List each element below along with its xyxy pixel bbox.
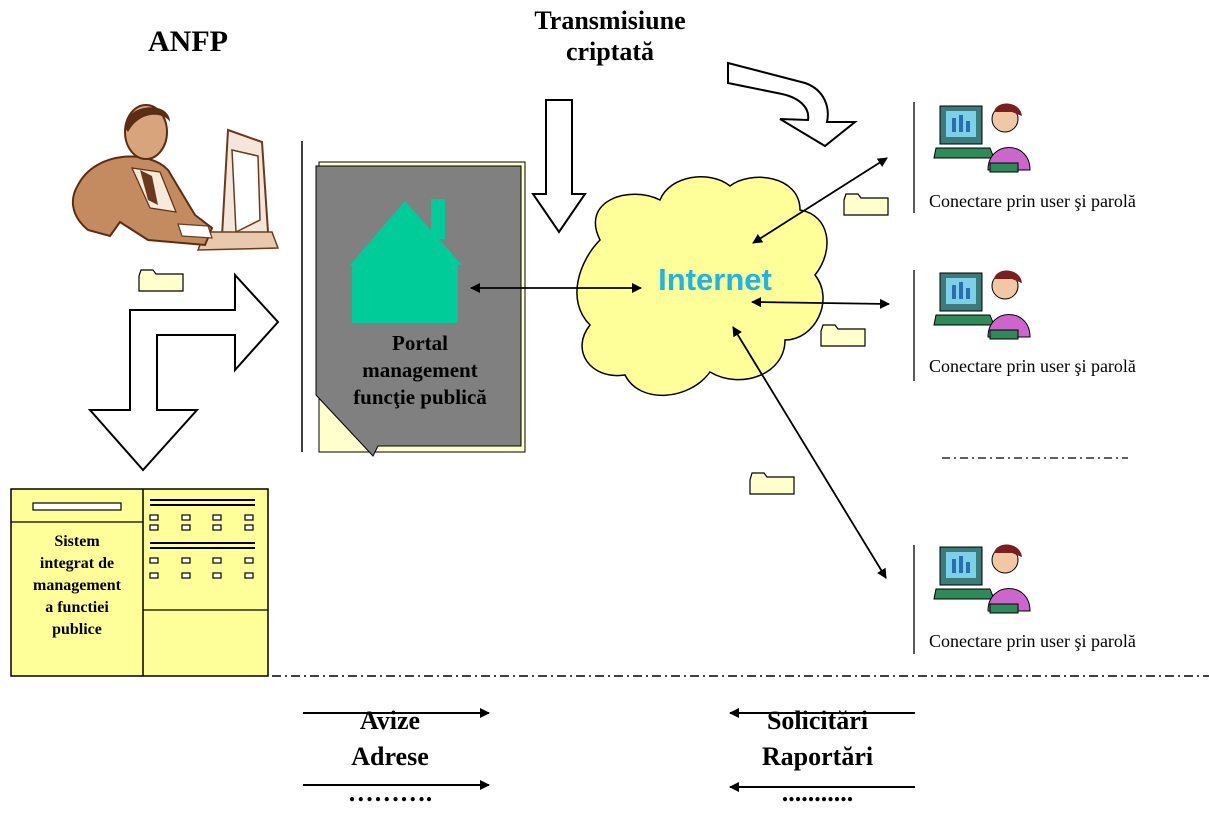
outgoing-documents: Avize Adrese ……….	[315, 703, 465, 811]
transmission-label: Transmisiune criptată	[500, 5, 720, 67]
incoming-line-3: ...........	[781, 778, 854, 807]
curved-arrow-icon	[727, 61, 858, 148]
outgoing-line-1: Avize	[359, 706, 421, 735]
portal-line-3: funcţie publică	[353, 385, 487, 409]
person-at-computer-icon	[71, 104, 280, 251]
hollow-arrow-icon	[87, 272, 280, 472]
system-line-5: publice	[52, 621, 102, 638]
incoming-line-1: Solicitări	[766, 706, 869, 735]
folder-icon	[138, 269, 184, 292]
integrated-system-box	[10, 488, 269, 677]
folder-icon	[820, 324, 866, 347]
folder-icon	[749, 472, 795, 495]
portal-line-1: Portal	[392, 331, 448, 355]
incoming-line-2: Raportări	[761, 742, 874, 771]
transmission-line-1: Transmisiune	[534, 6, 686, 35]
home-icon	[350, 199, 462, 323]
outgoing-line-3: ……….	[347, 778, 433, 807]
internet-user3-link	[732, 326, 887, 579]
user-caption: Conectare prin user şi parolă	[929, 191, 1136, 211]
portal-line-2: management	[362, 358, 478, 382]
hollow-arrow-icon	[531, 99, 587, 234]
internet-label: Internet	[658, 262, 772, 297]
internet-user2-link	[751, 297, 890, 309]
transmission-line-2: criptată	[565, 37, 655, 66]
portal-label: Portal management funcţie publică	[325, 330, 515, 411]
user-computer-icon	[933, 270, 1031, 340]
user-computer-icon	[933, 103, 1031, 173]
system-line-4: a functiei	[45, 599, 109, 616]
system-line-2: integrat de	[39, 555, 115, 572]
outgoing-line-2: Adrese	[351, 742, 429, 771]
system-line-3: management	[33, 577, 121, 594]
folder-icon	[843, 193, 889, 216]
user-caption: Conectare prin user şi parolă	[929, 631, 1136, 651]
anfp-title: ANFP	[148, 25, 228, 58]
system-line-1: Sistem	[54, 533, 100, 550]
user-caption: Conectare prin user şi parolă	[929, 356, 1136, 376]
user-computer-icon	[933, 544, 1031, 614]
incoming-documents: Solicitări Raportări ...........	[735, 703, 900, 811]
internet-user1-link	[752, 157, 888, 244]
system-label: Sistem integrat de management a functiei…	[11, 531, 143, 641]
